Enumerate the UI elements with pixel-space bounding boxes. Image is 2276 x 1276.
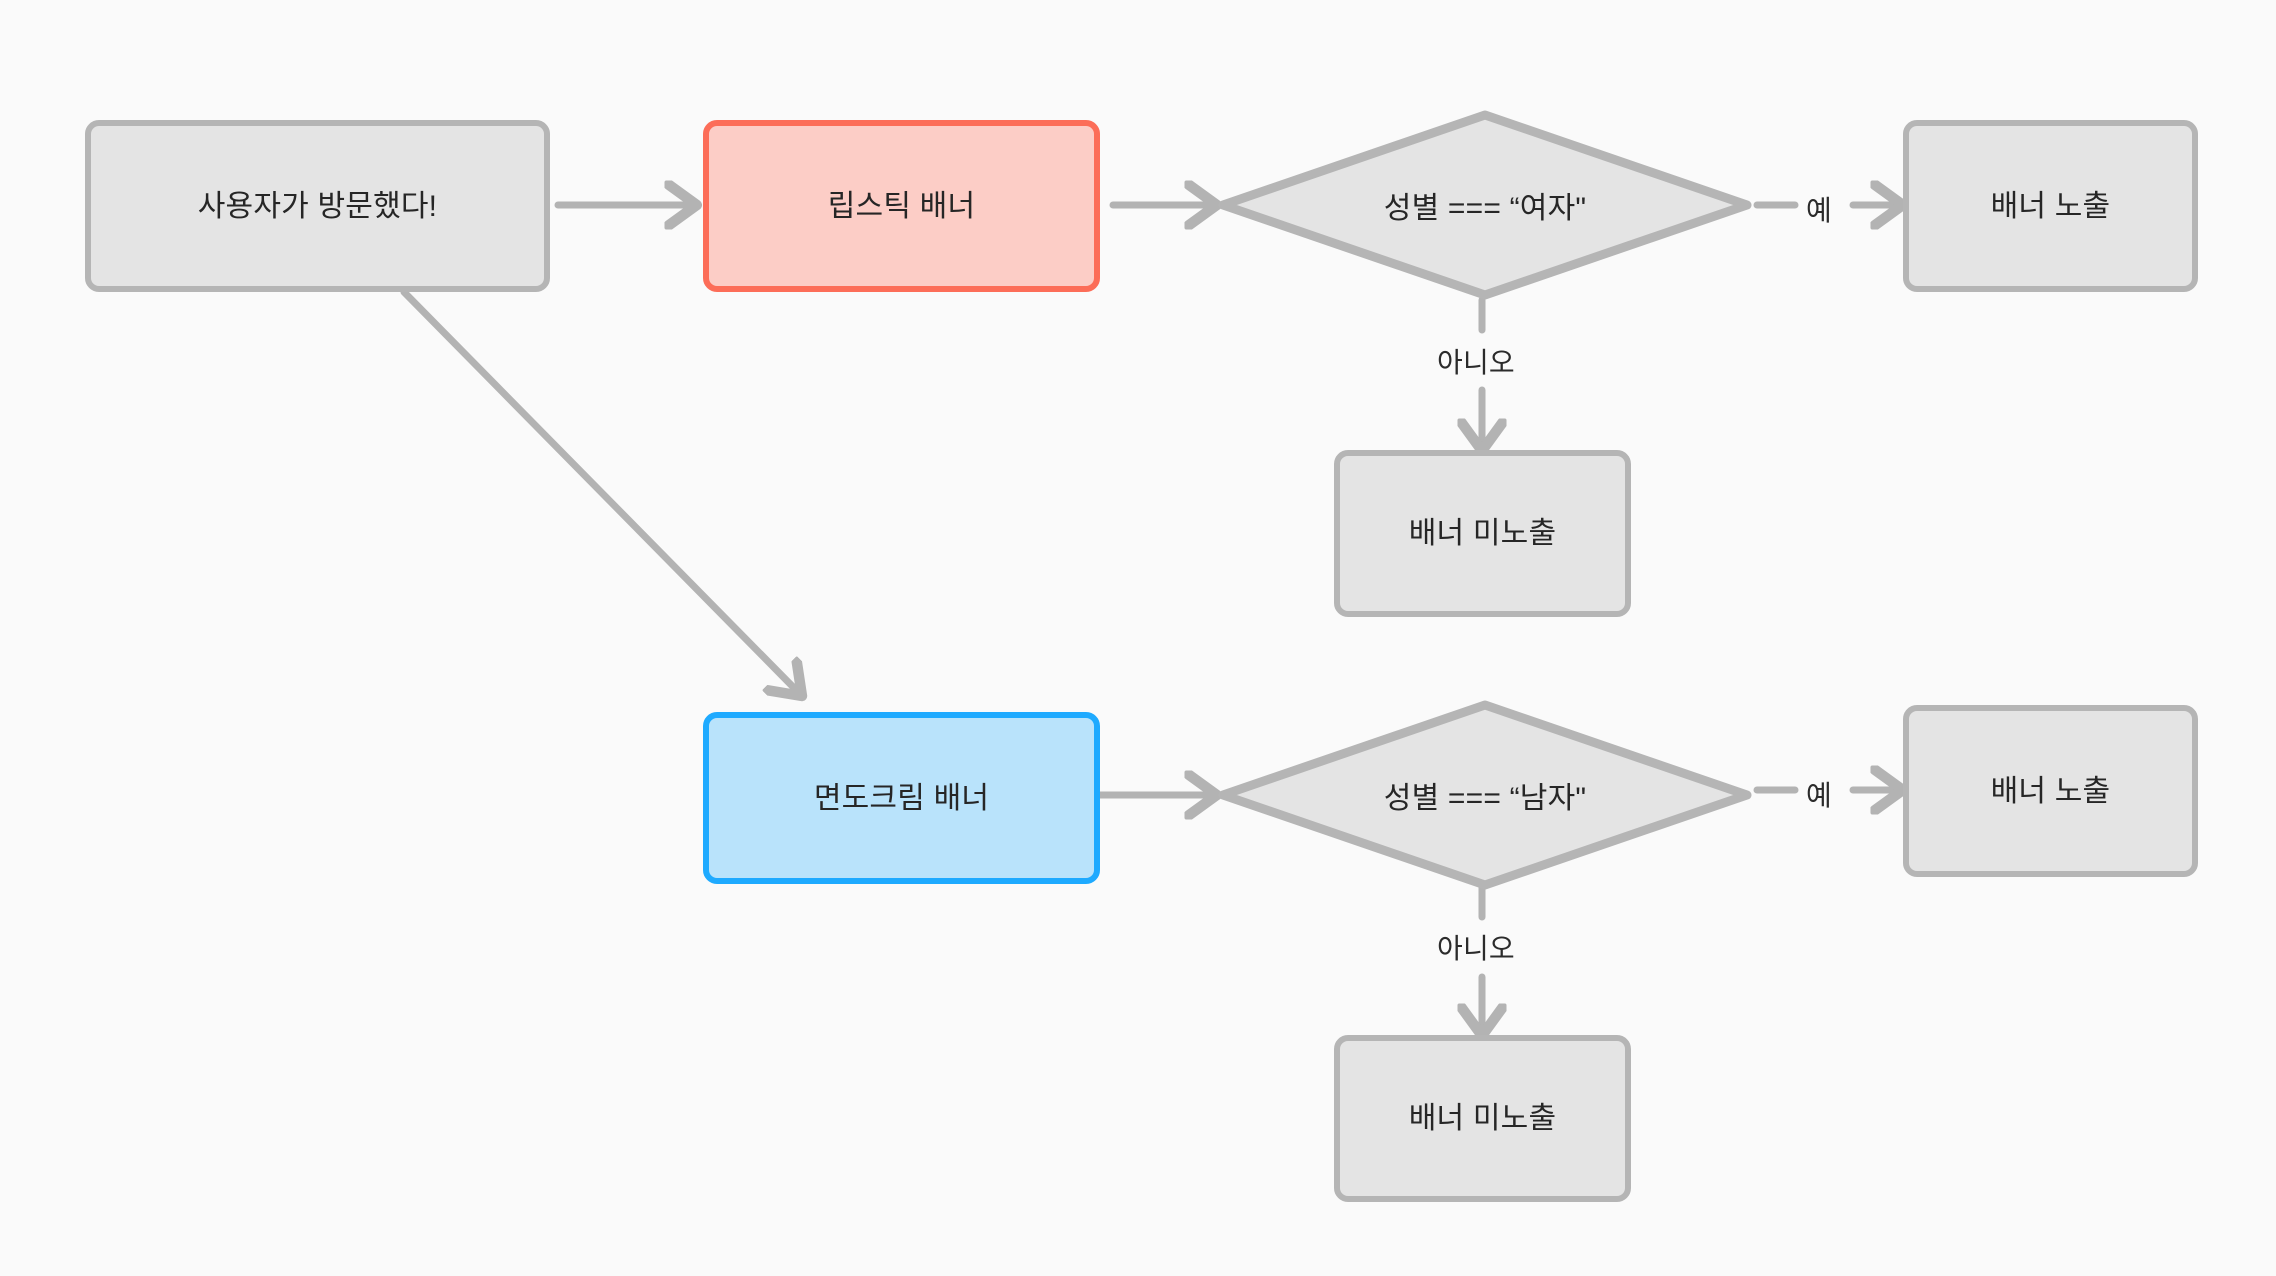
- decision-gender-male[interactable]: 성별 === “남자": [1218, 700, 1752, 890]
- node-shaving-cream-banner-label: 면도크림 배너: [813, 781, 990, 815]
- decision-gender-male-label: 성별 === “남자": [1383, 782, 1587, 815]
- decision-gender-female[interactable]: 성별 === “여자": [1218, 110, 1752, 300]
- edge-label-male-yes: 예: [1806, 780, 1832, 811]
- node-show-banner-male[interactable]: 배너 노출: [1903, 705, 2198, 877]
- node-show-banner-female-label: 배너 노출: [1990, 189, 2111, 223]
- decision-gender-female-label: 성별 === “여자": [1383, 192, 1587, 225]
- node-show-banner-male-label: 배너 노출: [1990, 774, 2111, 808]
- node-start[interactable]: 사용자가 방문했다!: [85, 120, 550, 292]
- node-show-banner-female[interactable]: 배너 노출: [1903, 120, 2198, 292]
- node-lipstick-banner[interactable]: 립스틱 배너: [703, 120, 1100, 292]
- node-hide-banner-male[interactable]: 배너 미노출: [1334, 1035, 1631, 1202]
- edge-label-male-no: 아니오: [1437, 933, 1515, 964]
- edge-label-female-yes: 예: [1806, 195, 1832, 226]
- node-hide-banner-female[interactable]: 배너 미노출: [1334, 450, 1631, 617]
- node-start-label: 사용자가 방문했다!: [197, 189, 438, 223]
- diamond-shape-male: [1218, 700, 1752, 890]
- diamond-shape-female: [1218, 110, 1752, 300]
- edge-label-female-no: 아니오: [1437, 347, 1515, 378]
- edge-start-to-shavingcream: [400, 288, 800, 694]
- node-hide-banner-female-label: 배너 미노출: [1408, 517, 1557, 550]
- node-lipstick-banner-label: 립스틱 배너: [827, 189, 976, 223]
- node-hide-banner-male-label: 배너 미노출: [1408, 1102, 1557, 1135]
- node-shaving-cream-banner[interactable]: 면도크림 배너: [703, 712, 1100, 884]
